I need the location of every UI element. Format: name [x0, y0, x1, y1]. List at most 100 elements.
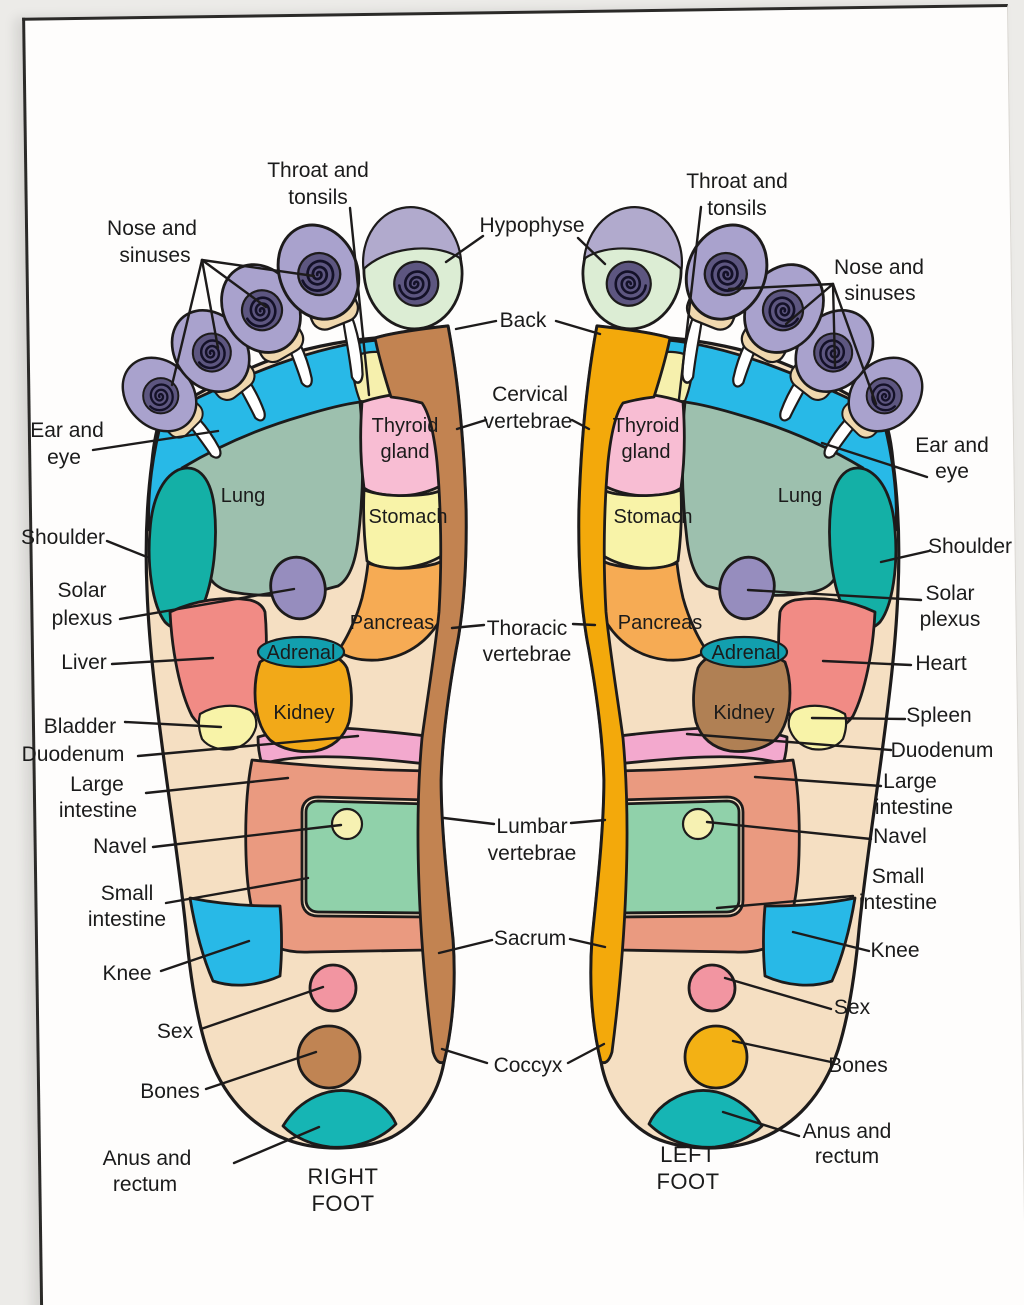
label-small-intestine: intestine [88, 908, 166, 931]
leader-line [110, 656, 215, 666]
leader-line [204, 1050, 318, 1091]
label-shoulder: Shoulder [928, 535, 1012, 558]
label-solar-plexus: plexus [52, 607, 113, 630]
label-kidney: Kidney [713, 702, 774, 724]
leader-line [136, 734, 360, 758]
label-large-intestine: intestine [875, 796, 953, 819]
leader-line [437, 938, 494, 955]
leader-line [232, 1125, 321, 1165]
label-spleen: Spleen [906, 704, 971, 727]
caption-right-foot: RIGHT [308, 1164, 379, 1189]
label-knee: Knee [102, 962, 151, 985]
label-small-intestine: Small [872, 865, 925, 888]
label-stomach: Stomach [614, 506, 693, 528]
labels-right-column: Throat and tonsils Nose and sinuses Ear … [686, 170, 1012, 1168]
label-ear-eye: Ear and [30, 419, 104, 442]
label-stomach: Stomach [369, 506, 448, 528]
label-lung: Lung [778, 485, 823, 507]
label-nose-sinuses: sinuses [119, 244, 190, 267]
label-navel: Navel [93, 835, 147, 858]
labels-left-column: Throat and tonsils Nose and sinuses Ear … [21, 159, 369, 1196]
label-thoracic-vertebrae: Thoracic [487, 617, 568, 640]
label-lumbar-vertebrae: vertebrae [488, 842, 577, 865]
label-nose-sinuses: sinuses [844, 282, 915, 305]
leader-line [784, 282, 835, 326]
label-solar-plexus: Solar [57, 579, 106, 602]
label-lumbar-vertebrae: Lumbar [496, 815, 567, 838]
label-thyroid-gland: gland [381, 441, 430, 463]
leader-line [105, 539, 149, 559]
leader-line [831, 282, 878, 406]
label-duodenum: Duodenum [891, 739, 994, 762]
leader-line [200, 258, 316, 278]
label-solar-plexus: plexus [920, 608, 981, 631]
label-ear-eye: Ear and [915, 434, 989, 457]
label-anus-rectum: Anus and [103, 1147, 192, 1170]
leader-line [159, 939, 251, 973]
caption-left-foot: FOOT [656, 1169, 719, 1194]
label-sacrum: Sacrum [494, 927, 566, 950]
label-bones: Bones [140, 1080, 200, 1103]
label-solar-plexus: Solar [925, 582, 974, 605]
label-throat-tonsils: Throat and [686, 170, 788, 193]
label-small-intestine: intestine [859, 891, 937, 914]
leader-line [450, 623, 486, 630]
leader-line [705, 820, 873, 841]
label-knee: Knee [870, 939, 919, 962]
leader-line [576, 236, 607, 266]
leader-line [571, 622, 597, 627]
leader-line [821, 659, 913, 667]
leader-line [554, 319, 602, 336]
leader-line [151, 823, 343, 849]
label-duodenum: Duodenum [22, 743, 125, 766]
label-pancreas: Pancreas [618, 612, 703, 634]
leader-line [723, 976, 833, 1011]
leader-line [753, 775, 883, 788]
leader-line [144, 776, 290, 795]
label-kidney: Kidney [273, 702, 334, 724]
label-throat-tonsils: tonsils [288, 186, 348, 209]
label-thyroid-gland: gland [622, 441, 671, 463]
right-foot [108, 202, 468, 1150]
leader-line [569, 818, 607, 825]
label-bones: Bones [828, 1054, 888, 1077]
label-cervical-vertebrae: vertebrae [484, 410, 573, 433]
labels-right-foot: Lung Thyroid gland Stomach Pancreas Adre… [221, 415, 448, 724]
label-hypophyse: Hypophyse [479, 214, 584, 237]
label-anus-rectum: rectum [113, 1173, 177, 1196]
label-lung: Lung [221, 485, 266, 507]
leader-line [118, 587, 296, 621]
label-throat-tonsils: tonsils [707, 197, 767, 220]
leader-line [727, 282, 835, 291]
leader-line [164, 876, 310, 905]
label-large-intestine: Large [883, 770, 937, 793]
label-thyroid-gland: Thyroid [613, 415, 680, 437]
label-throat-tonsils: Throat and [267, 159, 369, 182]
leader-line [791, 930, 871, 953]
labels-center-column: Hypophyse Back Cervical vertebrae Thorac… [479, 214, 584, 1077]
label-large-intestine: intestine [59, 799, 137, 822]
label-heart: Heart [915, 652, 967, 675]
leader-line [91, 429, 220, 452]
label-shoulder: Shoulder [21, 526, 105, 549]
label-back: Back [500, 309, 547, 332]
leader-line [123, 720, 223, 729]
leader-line [455, 418, 488, 431]
leader-line [199, 985, 325, 1031]
label-cervical-vertebrae: Cervical [492, 383, 568, 406]
leader-line [721, 1110, 801, 1138]
label-sex: Sex [157, 1020, 194, 1043]
label-thyroid-gland: Thyroid [372, 415, 439, 437]
leader-line [731, 1039, 833, 1064]
label-sex: Sex [834, 996, 871, 1019]
leader-line [566, 1042, 606, 1065]
leader-line [444, 234, 485, 264]
leader-line [200, 258, 268, 309]
label-nose-sinuses: Nose and [107, 217, 197, 240]
leader-line [810, 716, 907, 721]
leader-lines [91, 205, 931, 1165]
label-navel: Navel [873, 825, 927, 848]
leader-line [200, 258, 220, 350]
